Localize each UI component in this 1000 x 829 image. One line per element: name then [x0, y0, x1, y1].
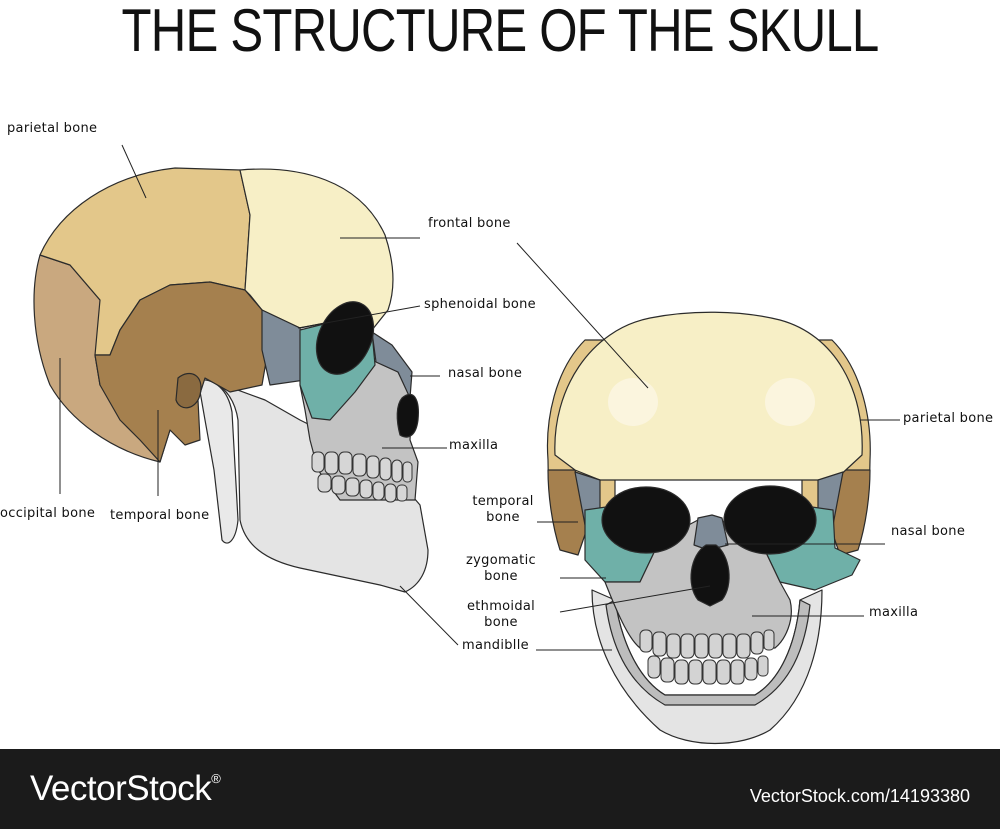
label-side-occipital-bone: occipital bone — [0, 506, 95, 521]
label-side-sphenoidal-bone: sphenoidal bone — [424, 297, 536, 312]
image-credit: VectorStock.com/14193380 — [750, 786, 970, 807]
front-skull — [547, 312, 870, 743]
front-teeth — [640, 630, 774, 684]
label-side-nasal-bone: nasal bone — [448, 366, 522, 381]
front-nasal-opening — [691, 545, 729, 606]
front-frontal — [555, 312, 862, 480]
watermark-footer: VectorStock® VectorStock.com/14193380 — [0, 749, 1000, 829]
side-frontal — [240, 169, 393, 330]
label-side-maxilla: maxilla — [449, 438, 498, 453]
label-mandible: mandiblle — [462, 638, 529, 653]
label-front-maxilla: maxilla — [869, 605, 918, 620]
label-front-ethmoidal-bone: ethmoidal bone — [464, 599, 538, 631]
label-side-temporal-bone: temporal bone — [110, 508, 209, 523]
label-side-parietal-bone: parietal bone — [7, 121, 97, 136]
label-front-zygomatic-bone: zygomatic bone — [464, 553, 538, 585]
label-side-frontal-bone: frontal bone — [428, 216, 511, 231]
label-front-nasal-bone: nasal bone — [891, 524, 965, 539]
vectorstock-logo: VectorStock® — [30, 769, 220, 809]
side-nasal-opening — [397, 394, 418, 437]
label-front-parietal-bone: parietal bone — [903, 411, 993, 426]
front-orbit-left — [602, 487, 690, 553]
side-skull — [34, 168, 428, 592]
label-front-temporal-bone: temporal bone — [468, 494, 538, 526]
